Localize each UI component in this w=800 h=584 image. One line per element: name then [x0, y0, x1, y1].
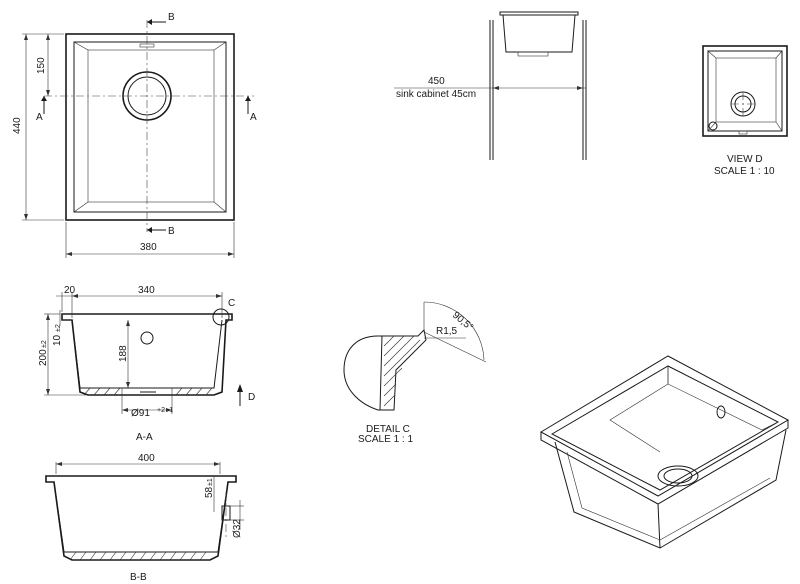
cabinet-label: sink cabinet 45cm — [396, 89, 476, 100]
dim-overflow-diameter: Ø32 — [232, 519, 243, 538]
iso-drain-outer — [657, 465, 699, 487]
section-a-marker-left: A — [36, 112, 43, 123]
dim-rim-thickness: 10 — [52, 334, 63, 346]
detail-c-radius: R1,5 — [436, 326, 458, 337]
view-d-title: VIEW D — [727, 154, 763, 165]
dim-top-width: 380 — [140, 242, 157, 253]
detail-c-outline — [343, 335, 390, 411]
section-bb-profile — [45, 475, 237, 561]
detail-c-scale: SCALE 1 : 1 — [358, 434, 413, 445]
detail-c-title: DETAIL C — [366, 424, 410, 435]
section-aa-hatch — [83, 387, 213, 396]
dim-total-depth-tol: ±2 — [41, 340, 48, 348]
section-aa-profile — [61, 313, 233, 396]
section-aa-overflow-hole — [140, 331, 154, 345]
detail-c-section — [379, 328, 427, 411]
view-d: VIEW D SCALE 1 : 10 — [702, 45, 788, 177]
cabinet-sink-bowl — [502, 14, 576, 53]
detail-c-marker: C — [228, 298, 235, 309]
dim-bb-width: 400 — [138, 453, 155, 464]
dim-overflow-height: 58 — [204, 486, 215, 498]
top-outer-rim — [65, 33, 235, 221]
view-d-outer — [702, 45, 788, 137]
iso-overflow-hole — [716, 405, 726, 419]
iso-drain-inner — [663, 468, 693, 484]
dim-drain-tolerance: +2 -1 — [157, 407, 173, 414]
detail-c-hatch — [383, 335, 421, 407]
dim-total-depth: 200 — [38, 349, 49, 366]
overflow-slot — [139, 43, 155, 48]
dim-drain-diameter: Ø91 — [131, 408, 150, 419]
view-d-arrow-label: D — [248, 392, 255, 403]
iso-rim-edge — [540, 420, 789, 505]
view-d-overflow — [708, 121, 718, 131]
dim-top-height: 440 — [12, 117, 23, 134]
section-bb-hatch — [69, 551, 207, 561]
dim-overflow-height-tol: ±1 — [207, 478, 214, 486]
top-bowl-floor — [87, 49, 215, 203]
view-d-scale: SCALE 1 : 10 — [714, 166, 775, 177]
section-b-marker-bottom: B — [168, 226, 175, 237]
section-bb-label: B-B — [130, 572, 147, 583]
dim-rim-width: 20 — [64, 285, 76, 296]
top-rim-inner — [73, 41, 227, 213]
isometric-view — [539, 355, 790, 549]
dim-rim-thickness-tol: ±2 — [55, 324, 62, 332]
section-bb: 400 58 ±1 Ø32 B-B — [45, 453, 244, 583]
section-aa: Ø91 +2 -1 20 340 C 200 ±2 10 ±2 188 D A-… — [38, 285, 255, 443]
dim-hole-offset: 150 — [36, 57, 47, 74]
dim-inner-width: 340 — [138, 285, 155, 296]
top-view: B B A A 380 440 150 — [12, 12, 257, 258]
detail-c: 90,5° R1,5 DETAIL C SCALE 1 : 1 — [343, 301, 487, 445]
detail-c-angle-arc — [423, 301, 485, 361]
section-b-marker-top: B — [168, 12, 175, 23]
iso-bowl-opening — [550, 365, 780, 491]
section-a-marker-right: A — [250, 112, 257, 123]
dim-cabinet-width: 450 — [428, 76, 445, 87]
detail-c-circle — [212, 308, 230, 326]
dim-inner-depth: 188 — [118, 345, 129, 362]
section-aa-label: A-A — [136, 432, 153, 443]
cabinet-view: 450 sink cabinet 45cm — [394, 11, 587, 160]
